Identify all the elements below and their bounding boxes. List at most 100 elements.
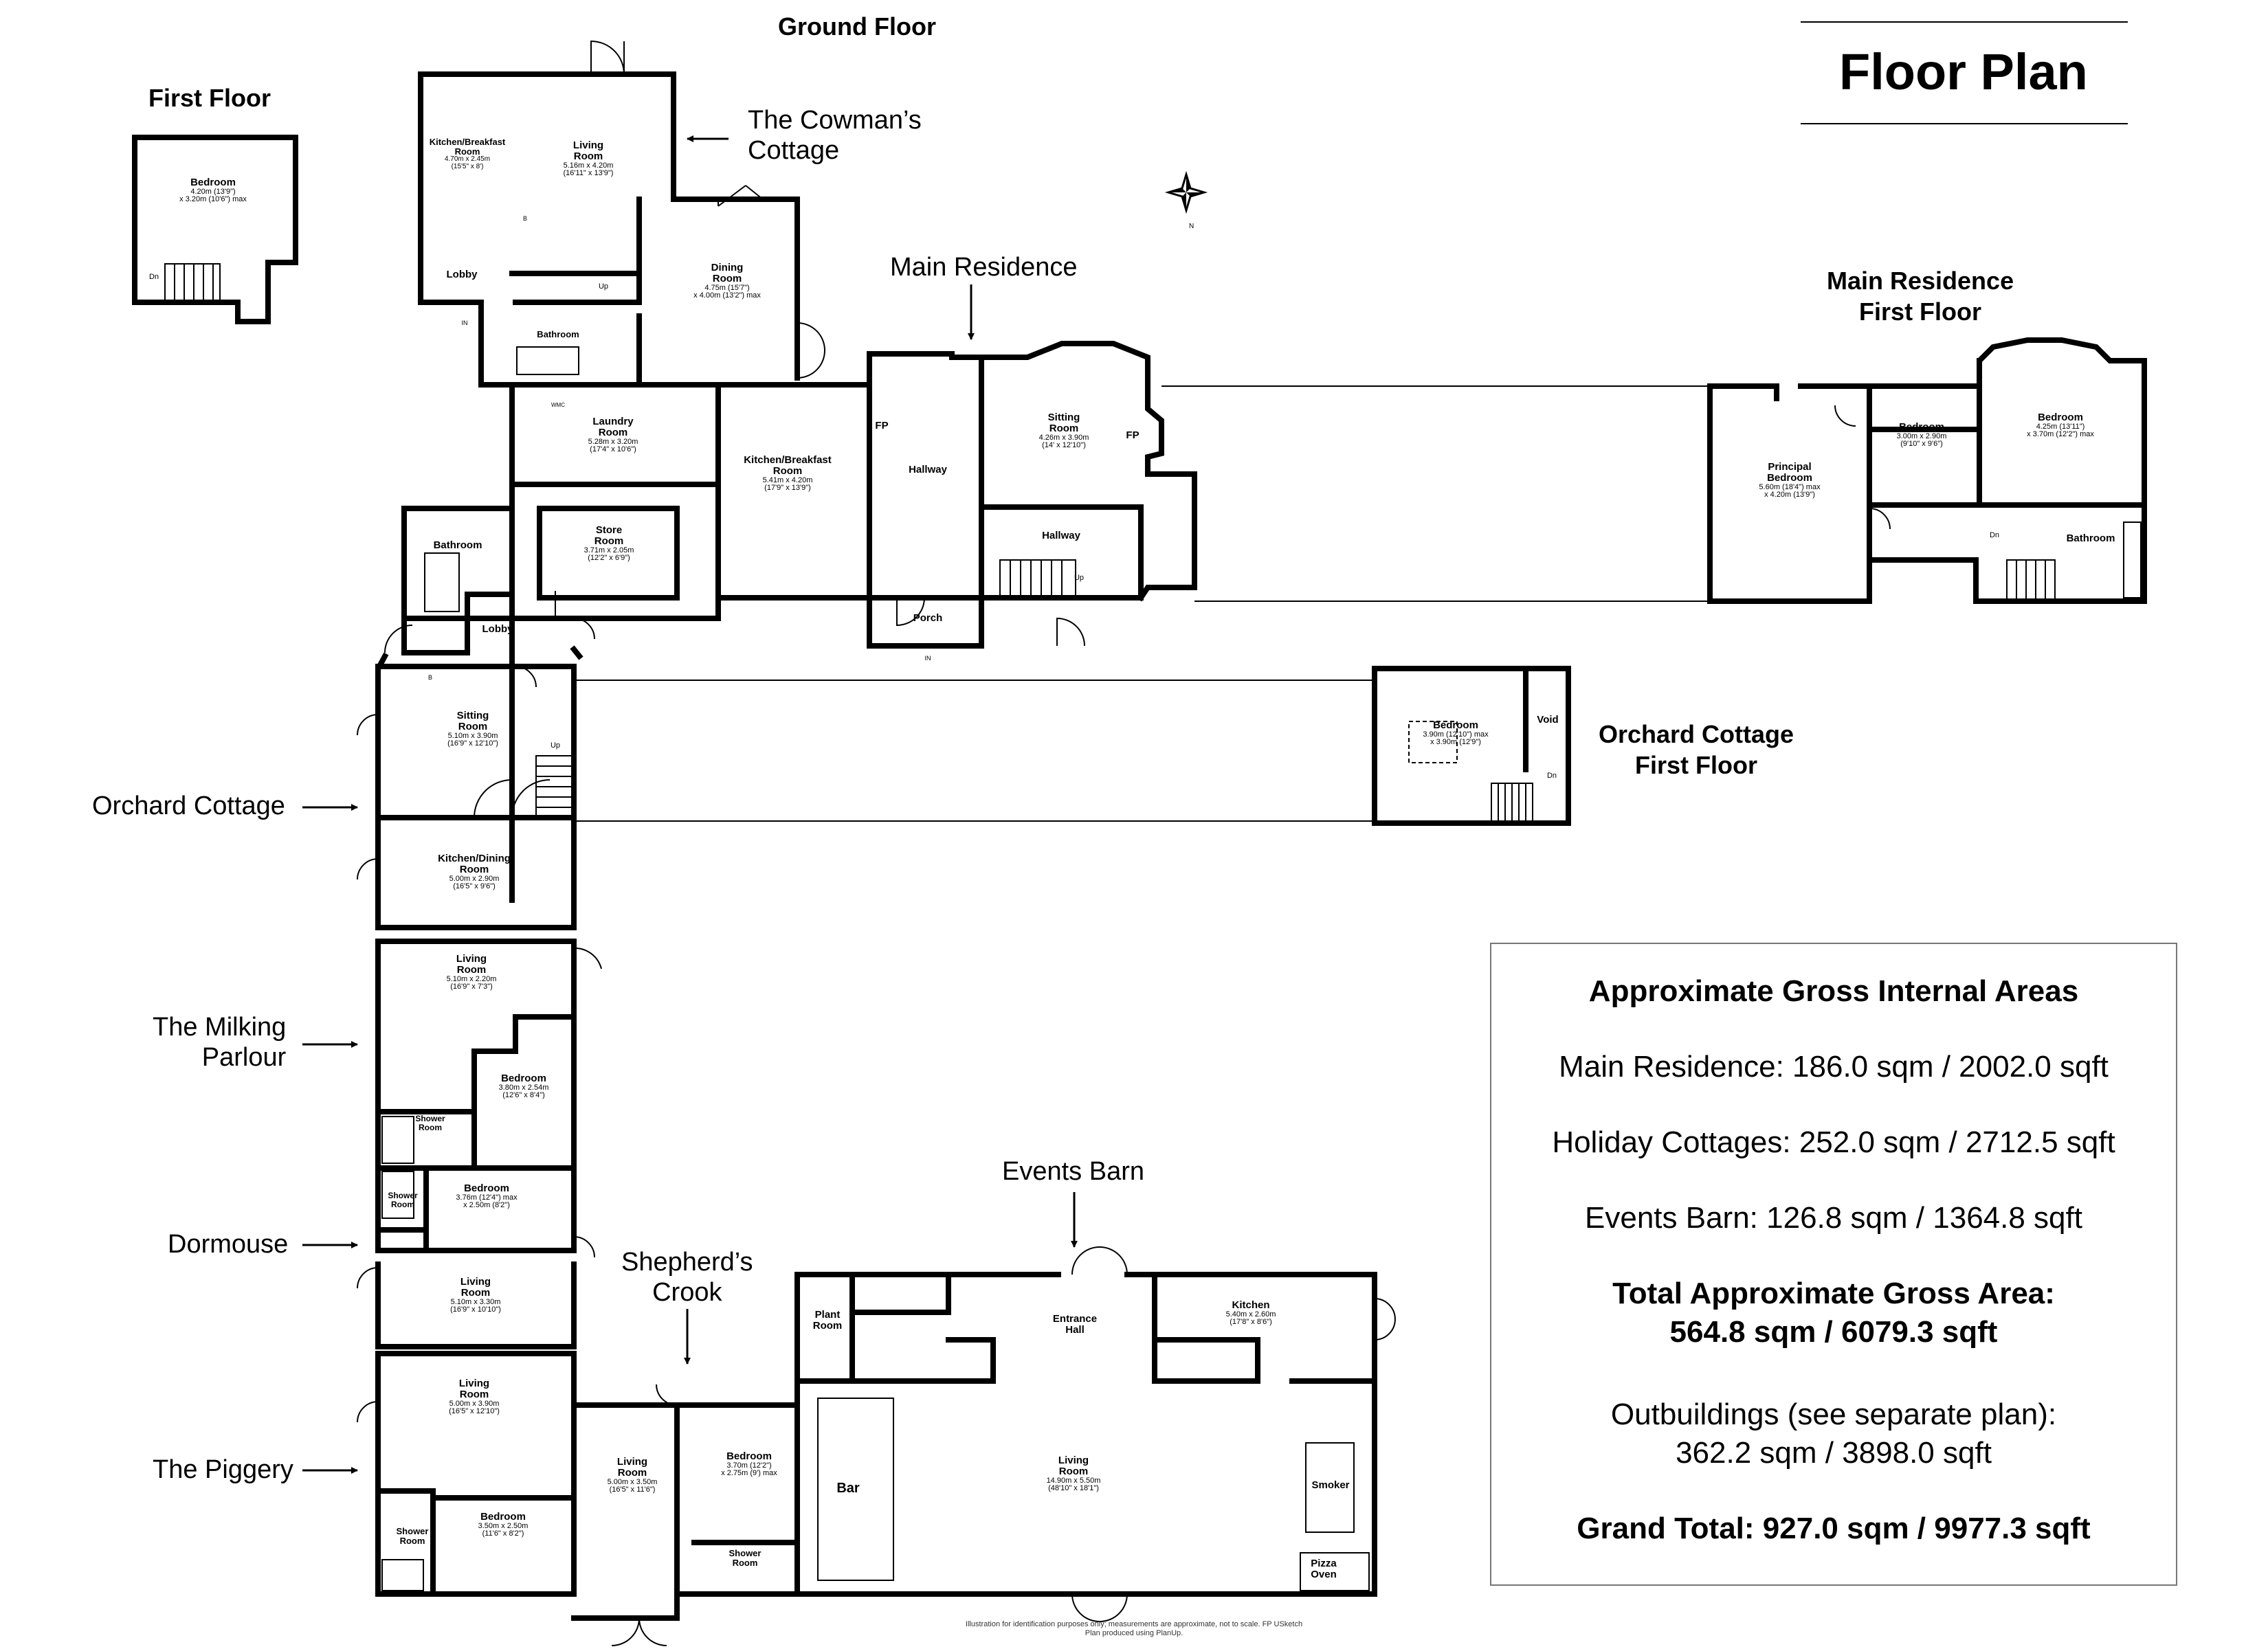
fixture-text: IN <box>461 319 468 326</box>
room-main-bathroom: Bathroom <box>2067 533 2115 544</box>
stair-down-label-2: Dn <box>1547 772 1557 781</box>
fixture-text: B <box>427 674 433 681</box>
fireplace-label: FP <box>875 420 888 431</box>
room-name: Living Room <box>1058 1455 1089 1477</box>
room-dimensions: 3.90m (12'10") max x 3.90m (12'9") <box>1423 730 1489 747</box>
piggery-label: The Piggery <box>153 1455 293 1484</box>
room-name: Living Room <box>616 1456 648 1479</box>
room-name: Bar <box>836 1481 860 1496</box>
first-floor-heading: First Floor <box>148 84 271 112</box>
room-dormouse-shower: Shower Room <box>388 1191 417 1209</box>
room-lobby: Lobby <box>482 624 513 635</box>
area-outbuildings-value: 362.2 sqm / 3898.0 sqft <box>1676 1436 1992 1470</box>
room-orchard-sitting: Sitting Room 5.10m x 3.90m (16'9" x 12'1… <box>447 710 498 748</box>
orchard-cottage-first-floor-heading: Orchard Cottage First Floor <box>1599 720 1794 779</box>
fixture-text: FP <box>1126 429 1139 441</box>
room-name: Porch <box>913 612 943 624</box>
room-milking-living: Living Room 5.10m x 2.20m (16'9" x 7'3") <box>447 954 497 991</box>
room-bar: Bar <box>836 1481 859 1496</box>
room-cowman-bathroom: Bathroom <box>537 330 579 339</box>
room-name: Principal Bedroom <box>1767 461 1812 484</box>
room-dimensions: 5.00m x 2.90m (16'5" x 9'6") <box>449 874 500 891</box>
room-dimensions: 5.10m x 3.90m (16'9" x 12'10") <box>447 731 498 748</box>
room-name: Kitchen/Dining Room <box>438 853 511 875</box>
room-dimensions: 4.75m (15'7") x 4.00m (13'2") max <box>693 283 761 300</box>
room-name: Living Room <box>572 139 604 162</box>
room-dimensions: 5.00m x 3.90m (16'5" x 12'10") <box>449 1399 500 1416</box>
milking-parlour-label: The Milking Parlour <box>153 1013 287 1072</box>
room-orchard-kitchen: Kitchen/Dining Room 5.00m x 2.90m (16'5"… <box>438 853 511 891</box>
room-dormouse-bedroom: Bedroom 3.76m (12'4") max x 2.50m (8'2") <box>456 1183 517 1210</box>
fixture-text: Up <box>598 282 609 291</box>
stair-up-label-3: Up <box>551 741 560 750</box>
room-dimensions: 3.80m x 2.54m (12'6" x 8'4") <box>498 1083 549 1100</box>
room-main-bedroom-2: Bedroom 3.00m x 2.90m (9'10" x 9'6") <box>1897 422 1947 449</box>
room-orchard-ff-bedroom: Bedroom 3.90m (12'10") max x 3.90m (12'9… <box>1423 720 1488 747</box>
main-residence-first-floor-heading: Main Residence First Floor <box>1827 267 2014 326</box>
cowmans-cottage-label: The Cowman’s Cottage <box>748 106 922 165</box>
room-name: Void <box>1537 714 1559 726</box>
room-orchard-bathroom: Bathroom <box>434 540 482 551</box>
room-dimensions: 5.41m x 4.20m (17'9" x 13'9") <box>762 475 813 493</box>
main-residence-label: Main Residence <box>890 253 1078 282</box>
wmc-label: WMC <box>551 402 565 408</box>
room-cowman-lobby: Lobby <box>447 269 478 280</box>
room-name: Bedroom <box>2038 412 2083 423</box>
room-main-sitting: Sitting Room 4.26m x 3.90m (14' x 12'10"… <box>1039 412 1089 450</box>
stair-down-label-3: Dn <box>1990 531 1999 540</box>
room-name: Bedroom <box>1899 421 1944 433</box>
room-name: Bedroom <box>464 1182 509 1194</box>
room-name: Sitting Room <box>456 710 489 732</box>
room-pizza-oven: Pizza Oven <box>1311 1558 1337 1580</box>
fixture-text: B <box>522 215 528 222</box>
room-dimensions: 5.28m x 3.20m (17'4" x 10'6") <box>588 437 638 454</box>
room-plant: Plant Room <box>813 1310 843 1332</box>
room-shepherds-bedroom: Bedroom 3.70m (12'2") x 2.75m (9') max <box>721 1451 777 1478</box>
area-main-residence: Main Residence: 186.0 sqm / 2002.0 sqft <box>1559 1050 2109 1084</box>
room-name: Lobby <box>482 623 513 635</box>
room-first-floor-bedroom: Bedroom 4.20m (13'9") x 3.20m (10'6") ma… <box>179 177 247 204</box>
room-smoker: Smoker <box>1311 1480 1349 1491</box>
room-name: Lobby <box>446 269 478 280</box>
room-dormouse-living: Living Room 5.10m x 3.30m (16'9" x 10'10… <box>450 1277 501 1314</box>
room-name: Hallway <box>1042 530 1080 541</box>
room-dimensions: 4.26m x 3.90m (14' x 12'10") <box>1038 433 1089 450</box>
areas-heading: Approximate Gross Internal Areas <box>1588 974 2079 1008</box>
room-dimensions: 5.16m x 4.20m (16'11" x 13'9") <box>563 161 614 178</box>
room-name: Bathroom <box>537 329 579 339</box>
room-dimensions: 5.40m x 2.60m (17'8" x 8'6") <box>1225 1310 1276 1327</box>
compass-icon: N <box>1164 170 1208 230</box>
room-milking-shower: Shower Room <box>415 1114 445 1132</box>
room-main-kitchen: Kitchen/Breakfast Room 5.41m x 4.20m (17… <box>744 455 832 493</box>
room-name: Bedroom <box>190 177 236 188</box>
room-name: Hallway <box>909 464 947 475</box>
room-principal-bedroom: Principal Bedroom 5.60m (18'4") max x 4.… <box>1759 462 1820 500</box>
fixture-text: WMC <box>551 402 565 408</box>
room-name: Kitchen/Breakfast Room <box>744 454 832 477</box>
room-orchard-ff-void: Void <box>1537 715 1558 726</box>
room-name: Living Room <box>460 1276 491 1299</box>
room-dimensions: 5.00m x 3.50m (16'5" x 11'6") <box>607 1477 658 1494</box>
fixture-text: IN <box>924 655 931 662</box>
svg-text:N: N <box>1189 223 1194 230</box>
room-piggery-living: Living Room 5.00m x 3.90m (16'5" x 12'10… <box>449 1378 500 1416</box>
room-shepherds-shower: Shower Room <box>729 1549 761 1567</box>
shepherds-crook-label: Shepherd’s Crook <box>621 1248 753 1307</box>
room-dimensions: 5.10m x 2.20m (16'9" x 7'3") <box>446 974 497 991</box>
room-name: Kitchen/Breakfast Room <box>429 137 506 157</box>
room-dimensions: 14.90m x 5.50m (48'10" x 18'1") <box>1046 1476 1101 1493</box>
room-porch: Porch <box>913 613 943 624</box>
fireplace-label-2: FP <box>1126 430 1139 441</box>
room-dimensions: 3.50m x 2.50m (11'6" x 8'2") <box>478 1521 529 1538</box>
room-milking-bedroom: Bedroom 3.80m x 2.54m (12'6" x 8'4") <box>499 1073 549 1100</box>
room-dimensions: 3.71m x 2.05m (12'2" x 6'9") <box>583 546 634 563</box>
area-total-heading: Total Approximate Gross Area: <box>1612 1277 2055 1310</box>
room-laundry: Laundry Room 5.28m x 3.20m (17'4" x 10'6… <box>588 416 638 454</box>
room-main-hallway-2: Hallway <box>1042 530 1080 541</box>
room-dimensions: 3.00m x 2.90m (9'10" x 9'6") <box>1896 431 1947 449</box>
area-total-value: 564.8 sqm / 6079.3 sqft <box>1669 1315 1998 1349</box>
room-name: Bedroom <box>1433 719 1478 731</box>
room-cowman-kitchen: Kitchen/Breakfast Room 4.70m x 2.45m (15… <box>430 137 506 170</box>
stair-up-label-2: Up <box>1074 574 1084 583</box>
